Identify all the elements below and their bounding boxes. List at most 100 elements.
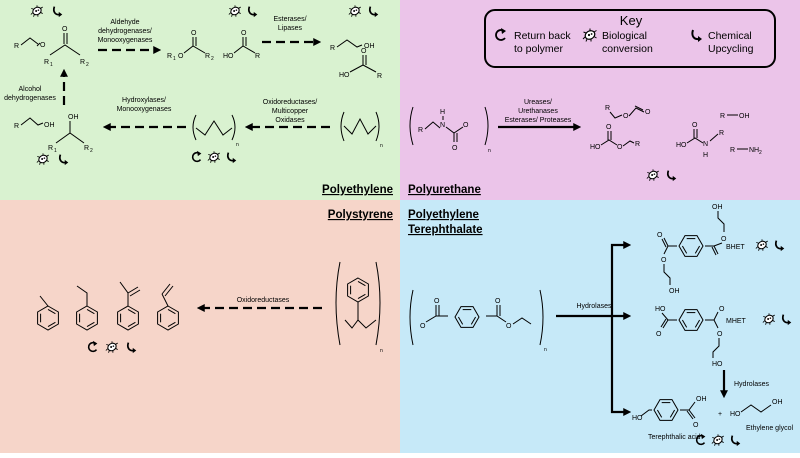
polystyrene-polymer: n bbox=[335, 261, 383, 354]
ureases-label-2: Urethanases bbox=[518, 108, 558, 115]
svg-text:O: O bbox=[463, 122, 469, 129]
svg-text:HO: HO bbox=[655, 306, 666, 313]
pet-title-line-2: Terephthalate bbox=[408, 224, 483, 236]
terephthalic-acid-molecule: HO OH O Terephthalic acid bbox=[632, 396, 707, 441]
svg-text:OH: OH bbox=[364, 43, 375, 50]
svg-text:NH: NH bbox=[749, 147, 759, 154]
ureases-label-3: Esterases/ Proteases bbox=[505, 117, 572, 124]
polyethylene-title: Polyethylene bbox=[322, 184, 393, 196]
alcohol-dehydrogenase-label-2: dehydrogenases bbox=[4, 95, 56, 102]
styrene-molecule bbox=[157, 283, 179, 331]
svg-text:R: R bbox=[48, 145, 53, 152]
polystyrene-panel bbox=[0, 200, 400, 453]
svg-text:R: R bbox=[205, 53, 210, 60]
svg-text:HO: HO bbox=[712, 361, 723, 368]
svg-text:O: O bbox=[693, 422, 699, 429]
pet-title-line-1: Polyethylene bbox=[408, 209, 479, 221]
polyethylene-section: R O O R 1 R 2 R 1 O O R 2 bbox=[4, 4, 393, 196]
svg-text:R: R bbox=[418, 127, 423, 134]
oxidoreductases-label-3: Oxidases bbox=[275, 117, 305, 124]
svg-text:n: n bbox=[488, 148, 491, 154]
polyethylene-polymer: n bbox=[340, 111, 383, 149]
ethylene-glycol-label: Ethylene glycol bbox=[746, 425, 794, 432]
svg-text:R: R bbox=[44, 59, 49, 66]
svg-text:O: O bbox=[191, 30, 197, 37]
polyethylene-panel bbox=[0, 0, 400, 200]
svg-text:R: R bbox=[80, 59, 85, 66]
svg-text:O: O bbox=[434, 298, 440, 305]
aldehyde-enzyme-label-3: Monooxygenases bbox=[98, 37, 153, 44]
svg-text:OH: OH bbox=[712, 204, 723, 211]
mhet-label: MHET bbox=[726, 318, 747, 325]
svg-text:2: 2 bbox=[90, 148, 93, 154]
hydrolases-label: Hydrolases bbox=[576, 303, 612, 310]
svg-text:O: O bbox=[361, 48, 367, 55]
svg-text:H: H bbox=[703, 152, 708, 159]
bottom-alcohol-molecule: R OH bbox=[14, 117, 55, 130]
aldehyde-enzyme-label-2: dehydrogenases/ bbox=[98, 28, 152, 35]
key-chem-label-2: Upcycling bbox=[708, 43, 754, 55]
formate-ester-molecule: R O O bbox=[605, 105, 651, 120]
toluene-molecule bbox=[37, 295, 59, 331]
svg-text:R: R bbox=[14, 43, 19, 50]
svg-text:R: R bbox=[330, 45, 335, 52]
alcohol-dehydrogenase-label-1: Alcohol bbox=[19, 86, 42, 93]
svg-text:R: R bbox=[730, 147, 735, 154]
svg-text:n: n bbox=[380, 143, 383, 149]
polyethylene-oligomer: n bbox=[192, 114, 239, 148]
svg-text:O: O bbox=[623, 113, 629, 120]
terephthalic-acid-label: Terephthalic acid bbox=[648, 434, 701, 441]
polyurethane-title: Polyurethane bbox=[408, 184, 481, 196]
key-title: Key bbox=[620, 13, 643, 28]
svg-text:O: O bbox=[617, 144, 623, 151]
alcohol-molecule: R OH bbox=[720, 113, 750, 120]
plus-sign: + bbox=[718, 411, 722, 418]
hydrolases-arrow-tpa bbox=[610, 316, 632, 416]
svg-text:O: O bbox=[645, 109, 651, 116]
svg-text:OH: OH bbox=[68, 114, 79, 121]
svg-text:O: O bbox=[657, 232, 663, 239]
primary-alcohol-molecule: R OH bbox=[330, 39, 375, 52]
svg-text:R: R bbox=[84, 145, 89, 152]
svg-text:O: O bbox=[506, 323, 512, 330]
svg-text:HO: HO bbox=[676, 142, 687, 149]
svg-text:R: R bbox=[167, 53, 172, 60]
key-box: Key Return back to polymer Biological co… bbox=[484, 9, 776, 68]
polyurethane-section: R H N O O n Ureases/ Urethanases Esteras… bbox=[408, 99, 762, 196]
svg-text:2: 2 bbox=[211, 56, 214, 62]
svg-text:O: O bbox=[692, 122, 698, 129]
svg-text:2: 2 bbox=[759, 150, 762, 156]
svg-text:O: O bbox=[62, 26, 68, 33]
polystyrene-title: Polystyrene bbox=[328, 209, 393, 221]
oxidoreductases-label-2: Multicopper bbox=[272, 108, 309, 115]
svg-text:O: O bbox=[420, 323, 426, 330]
svg-text:HO: HO bbox=[590, 144, 601, 151]
bhet-molecule: OH O O O OH BHET bbox=[657, 204, 745, 295]
polystyrene-section: Polystyrene Oxidoreductases bbox=[37, 209, 393, 354]
svg-text:HO: HO bbox=[223, 53, 234, 60]
svg-text:R: R bbox=[255, 53, 260, 60]
svg-text:O: O bbox=[606, 124, 612, 131]
svg-text:1: 1 bbox=[54, 148, 57, 154]
svg-text:O: O bbox=[495, 298, 501, 305]
svg-text:O: O bbox=[719, 306, 725, 313]
pet-panel bbox=[400, 200, 800, 453]
svg-text:HO: HO bbox=[730, 411, 741, 418]
bhet-label: BHET bbox=[726, 244, 745, 251]
svg-text:R: R bbox=[605, 105, 610, 112]
svg-text:1: 1 bbox=[173, 56, 176, 62]
hydroxylases-label-2: Monooxygenases bbox=[117, 106, 172, 113]
svg-text:R: R bbox=[719, 130, 724, 137]
hydrolases-label-2: Hydrolases bbox=[734, 381, 770, 388]
esterases-label-2: Lipases bbox=[278, 25, 303, 32]
carboxylic-acid-molecule: HO O R bbox=[223, 30, 260, 60]
svg-text:O: O bbox=[241, 30, 247, 37]
svg-text:O: O bbox=[656, 331, 662, 338]
svg-text:OH: OH bbox=[44, 122, 55, 129]
key-chem-label-1: Chemical bbox=[708, 30, 752, 42]
svg-text:H: H bbox=[440, 109, 445, 116]
svg-text:R: R bbox=[635, 141, 640, 148]
svg-text:N: N bbox=[440, 122, 445, 129]
key-return-label-2: to polymer bbox=[514, 43, 564, 55]
